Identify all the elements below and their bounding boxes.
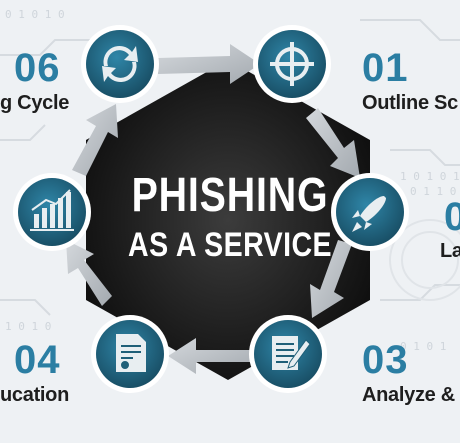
step-02-number: 0 <box>444 195 460 239</box>
arrow-03-to-04 <box>168 338 256 374</box>
svg-text:1 0 1 0 1: 1 0 1 0 1 <box>400 170 460 183</box>
rocket-icon <box>352 196 386 232</box>
arrow-02-to-03 <box>310 240 352 318</box>
svg-text:0 1 0 1 0: 0 1 0 1 0 <box>5 8 65 21</box>
central-hexagon <box>86 60 370 380</box>
step-04-number: 04 <box>14 338 61 382</box>
title-line-2: AS A SERVICE <box>128 226 332 264</box>
title-line-1: PHISHING <box>131 169 329 222</box>
node-06 <box>81 25 159 103</box>
step-06-label: g Cycle <box>0 92 70 114</box>
arrow-01-to-02 <box>306 108 360 178</box>
step-02-label: La <box>440 240 460 262</box>
document-pencil-icon <box>272 336 311 370</box>
crosshair-target-icon <box>270 42 314 86</box>
bar-chart-icon <box>30 189 74 231</box>
certificate-document-icon <box>116 334 146 372</box>
step-03-number: 03 <box>362 338 409 382</box>
cycle-arrows <box>66 44 360 374</box>
step-06-number: 06 <box>14 46 61 90</box>
binary-digits-decoration: 0 1 0 1 0 1 0 1 0 1 0 1 1 0 0 1 0 1 1 0 … <box>5 8 460 353</box>
svg-text:0 1 1 0: 0 1 1 0 <box>410 185 456 198</box>
circuit-background <box>0 19 460 316</box>
step-03-label: Analyze & <box>362 384 455 406</box>
step-01-number: 01 <box>362 46 409 90</box>
svg-text:0 1 0 1: 0 1 0 1 <box>400 340 446 353</box>
step-01-label: Outline Sc <box>362 92 458 114</box>
arrow-05-to-06 <box>72 104 118 176</box>
arrow-06-to-01 <box>158 44 260 84</box>
step-04-label: ucation <box>0 384 70 406</box>
refresh-arrows-icon <box>102 45 138 83</box>
svg-text:1 0 1 0: 1 0 1 0 <box>5 320 51 333</box>
arrow-04-to-05 <box>66 240 112 306</box>
